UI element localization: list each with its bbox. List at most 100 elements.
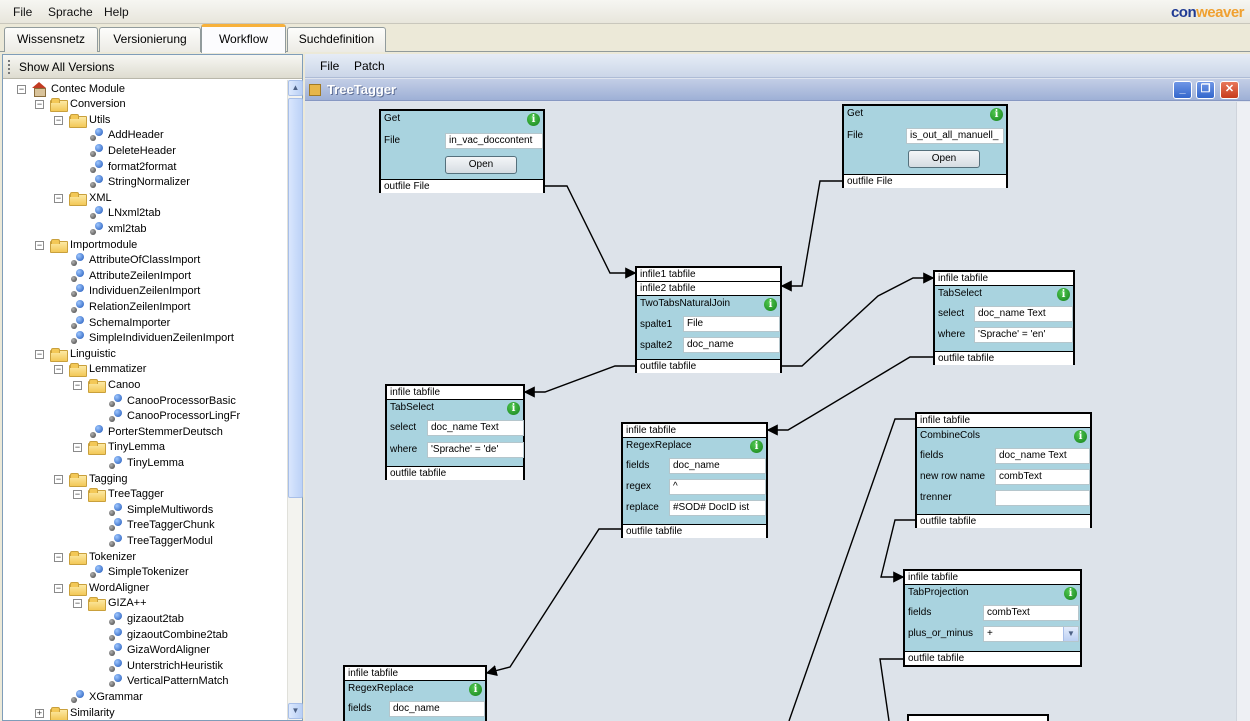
close-button[interactable]: ✕	[1220, 81, 1239, 99]
tree-node-lemmatizer[interactable]: − Lemmatizer	[54, 363, 147, 377]
plus-or-minus-select[interactable]: + ▼	[983, 626, 1079, 642]
workflow-menu-file[interactable]: File	[320, 59, 340, 73]
tree-node-unterstrichheuristik[interactable]: UnterstrichHeuristik	[3, 659, 283, 674]
expand-icon[interactable]: +	[35, 708, 44, 718]
tree-node-xgrammar[interactable]: XGrammar	[3, 690, 283, 705]
tree-node-gizaoutcombine2tab[interactable]: gizaoutCombine2tab	[3, 628, 283, 643]
info-icon[interactable]: i	[750, 440, 763, 453]
tree-node-simpleindividuenzeilenimport[interactable]: SimpleIndividuenZeilenImport	[3, 331, 283, 346]
scroll-thumb[interactable]	[288, 98, 303, 498]
restore-button[interactable]: ❐	[1196, 81, 1215, 99]
scroll-down-icon[interactable]: ▼	[288, 703, 303, 719]
canvas-scrollbar[interactable]	[1236, 102, 1250, 721]
tree-node-canooprocessorbasic[interactable]: CanooProcessorBasic	[3, 394, 283, 409]
trenner-field[interactable]	[995, 490, 1090, 506]
select-field[interactable]: doc_name Text	[974, 306, 1073, 322]
tree-node-tinylemma[interactable]: TinyLemma	[3, 456, 283, 471]
input-port[interactable]: infile tabfile	[905, 571, 1080, 585]
tree-node-stringnormalizer[interactable]: StringNormalizer	[3, 175, 283, 190]
fields-field[interactable]: doc_name	[389, 701, 485, 717]
output-port[interactable]: outfile tabfile	[935, 351, 1073, 365]
fields-field[interactable]: doc_name Text	[995, 448, 1090, 464]
tree-node-treetaggermodul[interactable]: TreeTaggerModul	[3, 534, 283, 549]
info-icon[interactable]: i	[469, 683, 482, 696]
collapse-icon[interactable]: −	[73, 442, 82, 452]
input-port[interactable]: infile tabfile	[345, 667, 485, 681]
input-port[interactable]: infile tabfile	[387, 386, 523, 400]
node-combine-cols[interactable]: infile tabfile CombineCols i fields doc_…	[915, 412, 1092, 528]
info-icon[interactable]: i	[1074, 430, 1087, 443]
collapse-icon[interactable]: −	[54, 552, 63, 562]
collapse-icon[interactable]: −	[54, 364, 63, 374]
info-icon[interactable]: i	[990, 108, 1003, 121]
node-regex-replace-1[interactable]: infile tabfile RegexReplace i fields doc…	[621, 422, 768, 538]
tree-node-wordaligner[interactable]: − WordAligner	[54, 582, 150, 596]
tree-scrollbar[interactable]: ▲ ▼	[287, 80, 303, 720]
tree-node-simpletokenizer[interactable]: SimpleTokenizer	[3, 565, 283, 580]
info-icon[interactable]: i	[1057, 288, 1070, 301]
input-port-1[interactable]: infile1 tabfile	[637, 268, 780, 282]
workflow-canvas[interactable]: Get i File in_vac_doccontent Open outfil…	[305, 102, 1250, 721]
spalte2-field[interactable]: doc_name	[683, 337, 780, 353]
minimize-button[interactable]: _	[1173, 81, 1192, 99]
tree-node-lnxml2tab[interactable]: LNxml2tab	[3, 206, 283, 221]
tree-node-canoo[interactable]: − Canoo	[73, 379, 141, 393]
show-all-versions-button[interactable]: Show All Versions	[19, 60, 115, 74]
scroll-up-icon[interactable]: ▲	[288, 80, 303, 96]
tree-node-deleteheader[interactable]: DeleteHeader	[3, 144, 283, 159]
node-partial[interactable]	[907, 714, 1049, 721]
tree-node-porterstemmerdeutsch[interactable]: PorterStemmerDeutsch	[3, 425, 283, 440]
tree-node-addheader[interactable]: AddHeader	[3, 128, 283, 143]
collapse-icon[interactable]: −	[73, 380, 82, 390]
collapse-icon[interactable]: −	[73, 489, 82, 499]
info-icon[interactable]: i	[507, 402, 520, 415]
tree-node-canooprocessorlingfr[interactable]: CanooProcessorLingFr	[3, 409, 283, 424]
tab-suchdefinition[interactable]: Suchdefinition	[287, 27, 386, 52]
node-tab-select-de[interactable]: infile tabfile TabSelect i select doc_na…	[385, 384, 525, 480]
tree-node-format2format[interactable]: format2format	[3, 160, 283, 175]
workflow-menu-patch[interactable]: Patch	[354, 59, 385, 73]
replace-field[interactable]: #SOD# DocID ist	[669, 500, 766, 516]
output-port[interactable]: outfile tabfile	[387, 466, 523, 480]
node-tab-select-en[interactable]: infile tabfile TabSelect i select doc_na…	[933, 270, 1075, 365]
node-get-1[interactable]: Get i File in_vac_doccontent Open outfil…	[379, 109, 545, 193]
tree-node-treetaggerchunk[interactable]: TreeTaggerChunk	[3, 518, 283, 533]
node-regex-replace-2[interactable]: infile tabfile RegexReplace i fields doc…	[343, 665, 487, 721]
input-port[interactable]: infile tabfile	[917, 414, 1090, 428]
info-icon[interactable]: i	[764, 298, 777, 311]
node-two-tabs-natural-join[interactable]: infile1 tabfile infile2 tabfile TwoTabsN…	[635, 266, 782, 373]
tree-node-importmodule[interactable]: − Importmodule	[35, 239, 138, 253]
collapse-icon[interactable]: −	[54, 115, 63, 125]
tree-node-simplemultiwords[interactable]: SimpleMultiwords	[3, 503, 283, 518]
tab-wissensnetz[interactable]: Wissensnetz	[4, 27, 98, 52]
collapse-icon[interactable]: −	[17, 84, 26, 94]
toolbar-grip[interactable]	[8, 60, 11, 74]
tree-node-treetagger[interactable]: − TreeTagger	[73, 488, 164, 502]
fields-field[interactable]: doc_name	[669, 458, 766, 474]
tree-node-xml2tab[interactable]: xml2tab	[3, 222, 283, 237]
collapse-icon[interactable]: −	[54, 583, 63, 593]
fields-field[interactable]: combText	[983, 605, 1079, 621]
node-get-2[interactable]: Get i File is_out_all_manuell_ Open outf…	[842, 104, 1008, 188]
tree-node-tagging[interactable]: − Tagging	[54, 473, 128, 487]
collapse-icon[interactable]: −	[35, 349, 44, 359]
tree-node-xml[interactable]: − XML	[54, 192, 112, 206]
regex-field[interactable]: ^	[669, 479, 766, 495]
tree-node-utils[interactable]: − Utils	[54, 114, 111, 128]
collapse-icon[interactable]: −	[35, 99, 44, 109]
output-port[interactable]: outfile File	[844, 174, 1006, 188]
chevron-down-icon[interactable]: ▼	[1063, 627, 1078, 641]
menu-file[interactable]: File	[13, 5, 33, 19]
tree-node-attributeofclassimport[interactable]: AttributeOfClassImport	[3, 253, 283, 268]
tree-node-tokenizer[interactable]: − Tokenizer	[54, 551, 137, 565]
output-port[interactable]: outfile tabfile	[905, 651, 1080, 665]
collapse-icon[interactable]: −	[35, 240, 44, 250]
output-port[interactable]: outfile tabfile	[637, 359, 780, 373]
input-port[interactable]: infile tabfile	[623, 424, 766, 438]
where-field[interactable]: 'Sprache' = 'de'	[427, 442, 524, 458]
collapse-icon[interactable]: −	[54, 193, 63, 203]
collapse-icon[interactable]: −	[73, 598, 82, 608]
file-field[interactable]: is_out_all_manuell_	[906, 128, 1004, 144]
tree-node-tinylemma-folder[interactable]: − TinyLemma	[73, 441, 166, 455]
tree-node-contec-module[interactable]: − Contec Module	[17, 82, 125, 97]
